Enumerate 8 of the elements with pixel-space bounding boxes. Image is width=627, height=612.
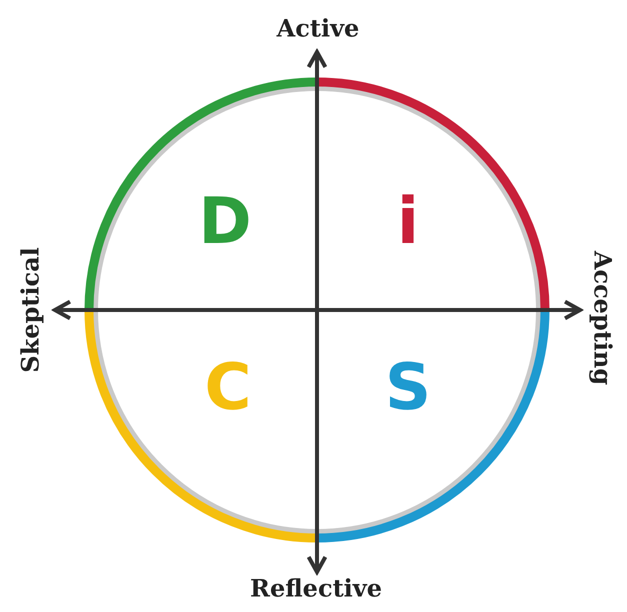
axis-label: Active <box>276 14 360 42</box>
axis-label: Reflective <box>250 574 382 602</box>
axis-label: Skeptical <box>16 247 44 373</box>
quadrant-letter: D <box>198 185 252 259</box>
quadrant-letter: i <box>397 185 419 259</box>
quadrant-letter: S <box>384 351 432 425</box>
axis-label: Accepting <box>588 250 618 386</box>
quadrant-letter: C <box>204 351 252 425</box>
